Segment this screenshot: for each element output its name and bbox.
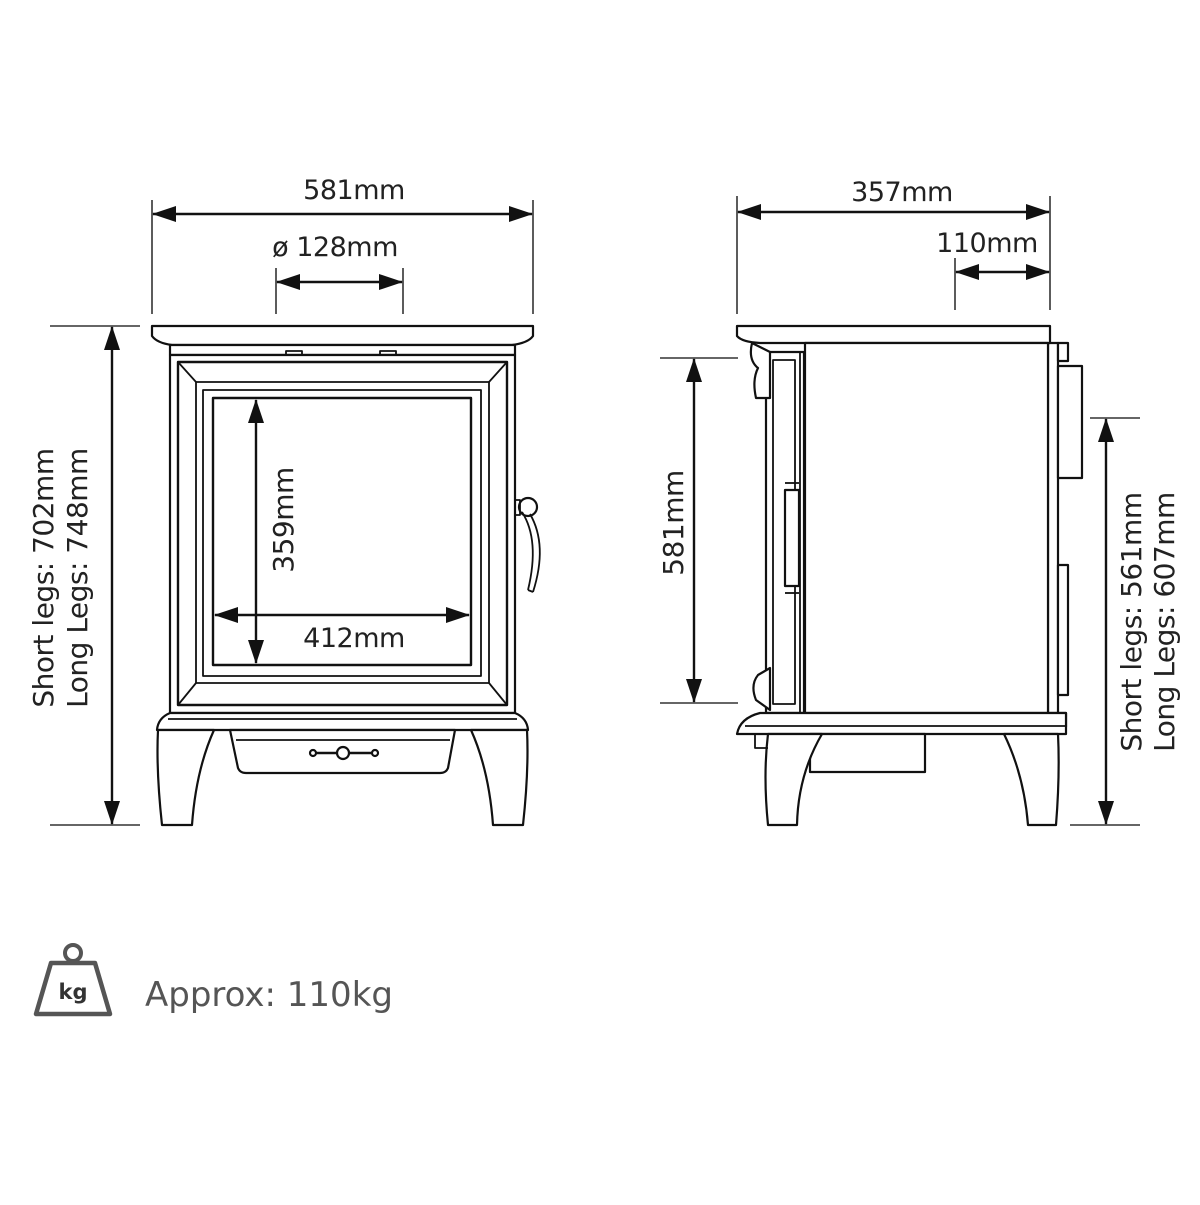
label-flue-diameter: ø 128mm — [272, 232, 398, 263]
side-view — [735, 324, 1084, 827]
label-door-height: 581mm — [657, 470, 690, 576]
side-rear-outlet — [1056, 364, 1084, 480]
front-bevel-tr — [488, 361, 508, 383]
side-rear-plate — [1046, 341, 1060, 725]
side-leg-front — [764, 732, 824, 827]
label-flue-height-short: Short legs: 561mm — [1115, 492, 1148, 751]
label-front-height-long: Long Legs: 748mm — [61, 448, 94, 708]
label-front-height-short: Short legs: 702mm — [27, 448, 60, 707]
front-base-plinth — [155, 711, 530, 732]
front-bevel-br — [488, 682, 508, 706]
front-door-outer — [176, 360, 509, 707]
front-bevel-bl — [177, 682, 197, 706]
front-leg-left — [156, 728, 216, 827]
side-body — [803, 341, 1050, 715]
front-door-inner — [202, 389, 482, 677]
weight-icon-ring — [63, 943, 83, 963]
weight-icon-body — [33, 960, 113, 1017]
side-rear-lower-box — [1056, 563, 1070, 697]
side-door-handle — [783, 488, 801, 588]
label-flue-offset: 110mm — [936, 228, 1038, 259]
front-door-mid — [195, 381, 490, 684]
side-door-top-curl — [749, 341, 772, 400]
weight-icon — [33, 943, 113, 1017]
front-view — [150, 324, 541, 827]
weight-icon-unit: kg — [59, 980, 88, 1004]
side-base-plinth — [735, 711, 1068, 736]
side-door-bottom-curl — [752, 666, 772, 712]
side-leg-rear — [1002, 732, 1060, 827]
front-door-handle-knob — [517, 496, 539, 518]
front-dimensions — [50, 200, 534, 826]
label-glass-height: 359mm — [267, 467, 300, 573]
front-top-knob-right — [379, 350, 397, 355]
side-flue-spigot — [1056, 341, 1070, 363]
front-ashpan-handle-end-right — [370, 748, 380, 758]
side-top-plate — [735, 324, 1052, 345]
front-door-handle-lever — [521, 511, 541, 593]
label-front-width: 581mm — [303, 175, 405, 206]
front-ashpan-handle-knob — [335, 745, 351, 761]
front-body — [168, 353, 517, 715]
label-flue-height-long: Long Legs: 607mm — [1148, 492, 1181, 752]
label-glass-width: 412mm — [303, 623, 405, 654]
front-glass — [211, 396, 473, 667]
front-door-handle-hinge — [515, 499, 521, 516]
front-bevel-tl — [177, 361, 197, 383]
side-ashpan — [808, 732, 927, 774]
front-top-knob-left — [285, 350, 303, 355]
side-dimensions — [660, 196, 1140, 826]
front-ashpan-handle-end-left — [308, 748, 318, 758]
front-top-collar — [168, 343, 517, 357]
label-side-depth: 357mm — [851, 177, 953, 208]
front-leg-right — [469, 728, 529, 827]
side-leg-front-tab — [754, 734, 768, 749]
weight-label: Approx: 110kg — [145, 975, 393, 1015]
front-top-plate — [150, 324, 535, 347]
